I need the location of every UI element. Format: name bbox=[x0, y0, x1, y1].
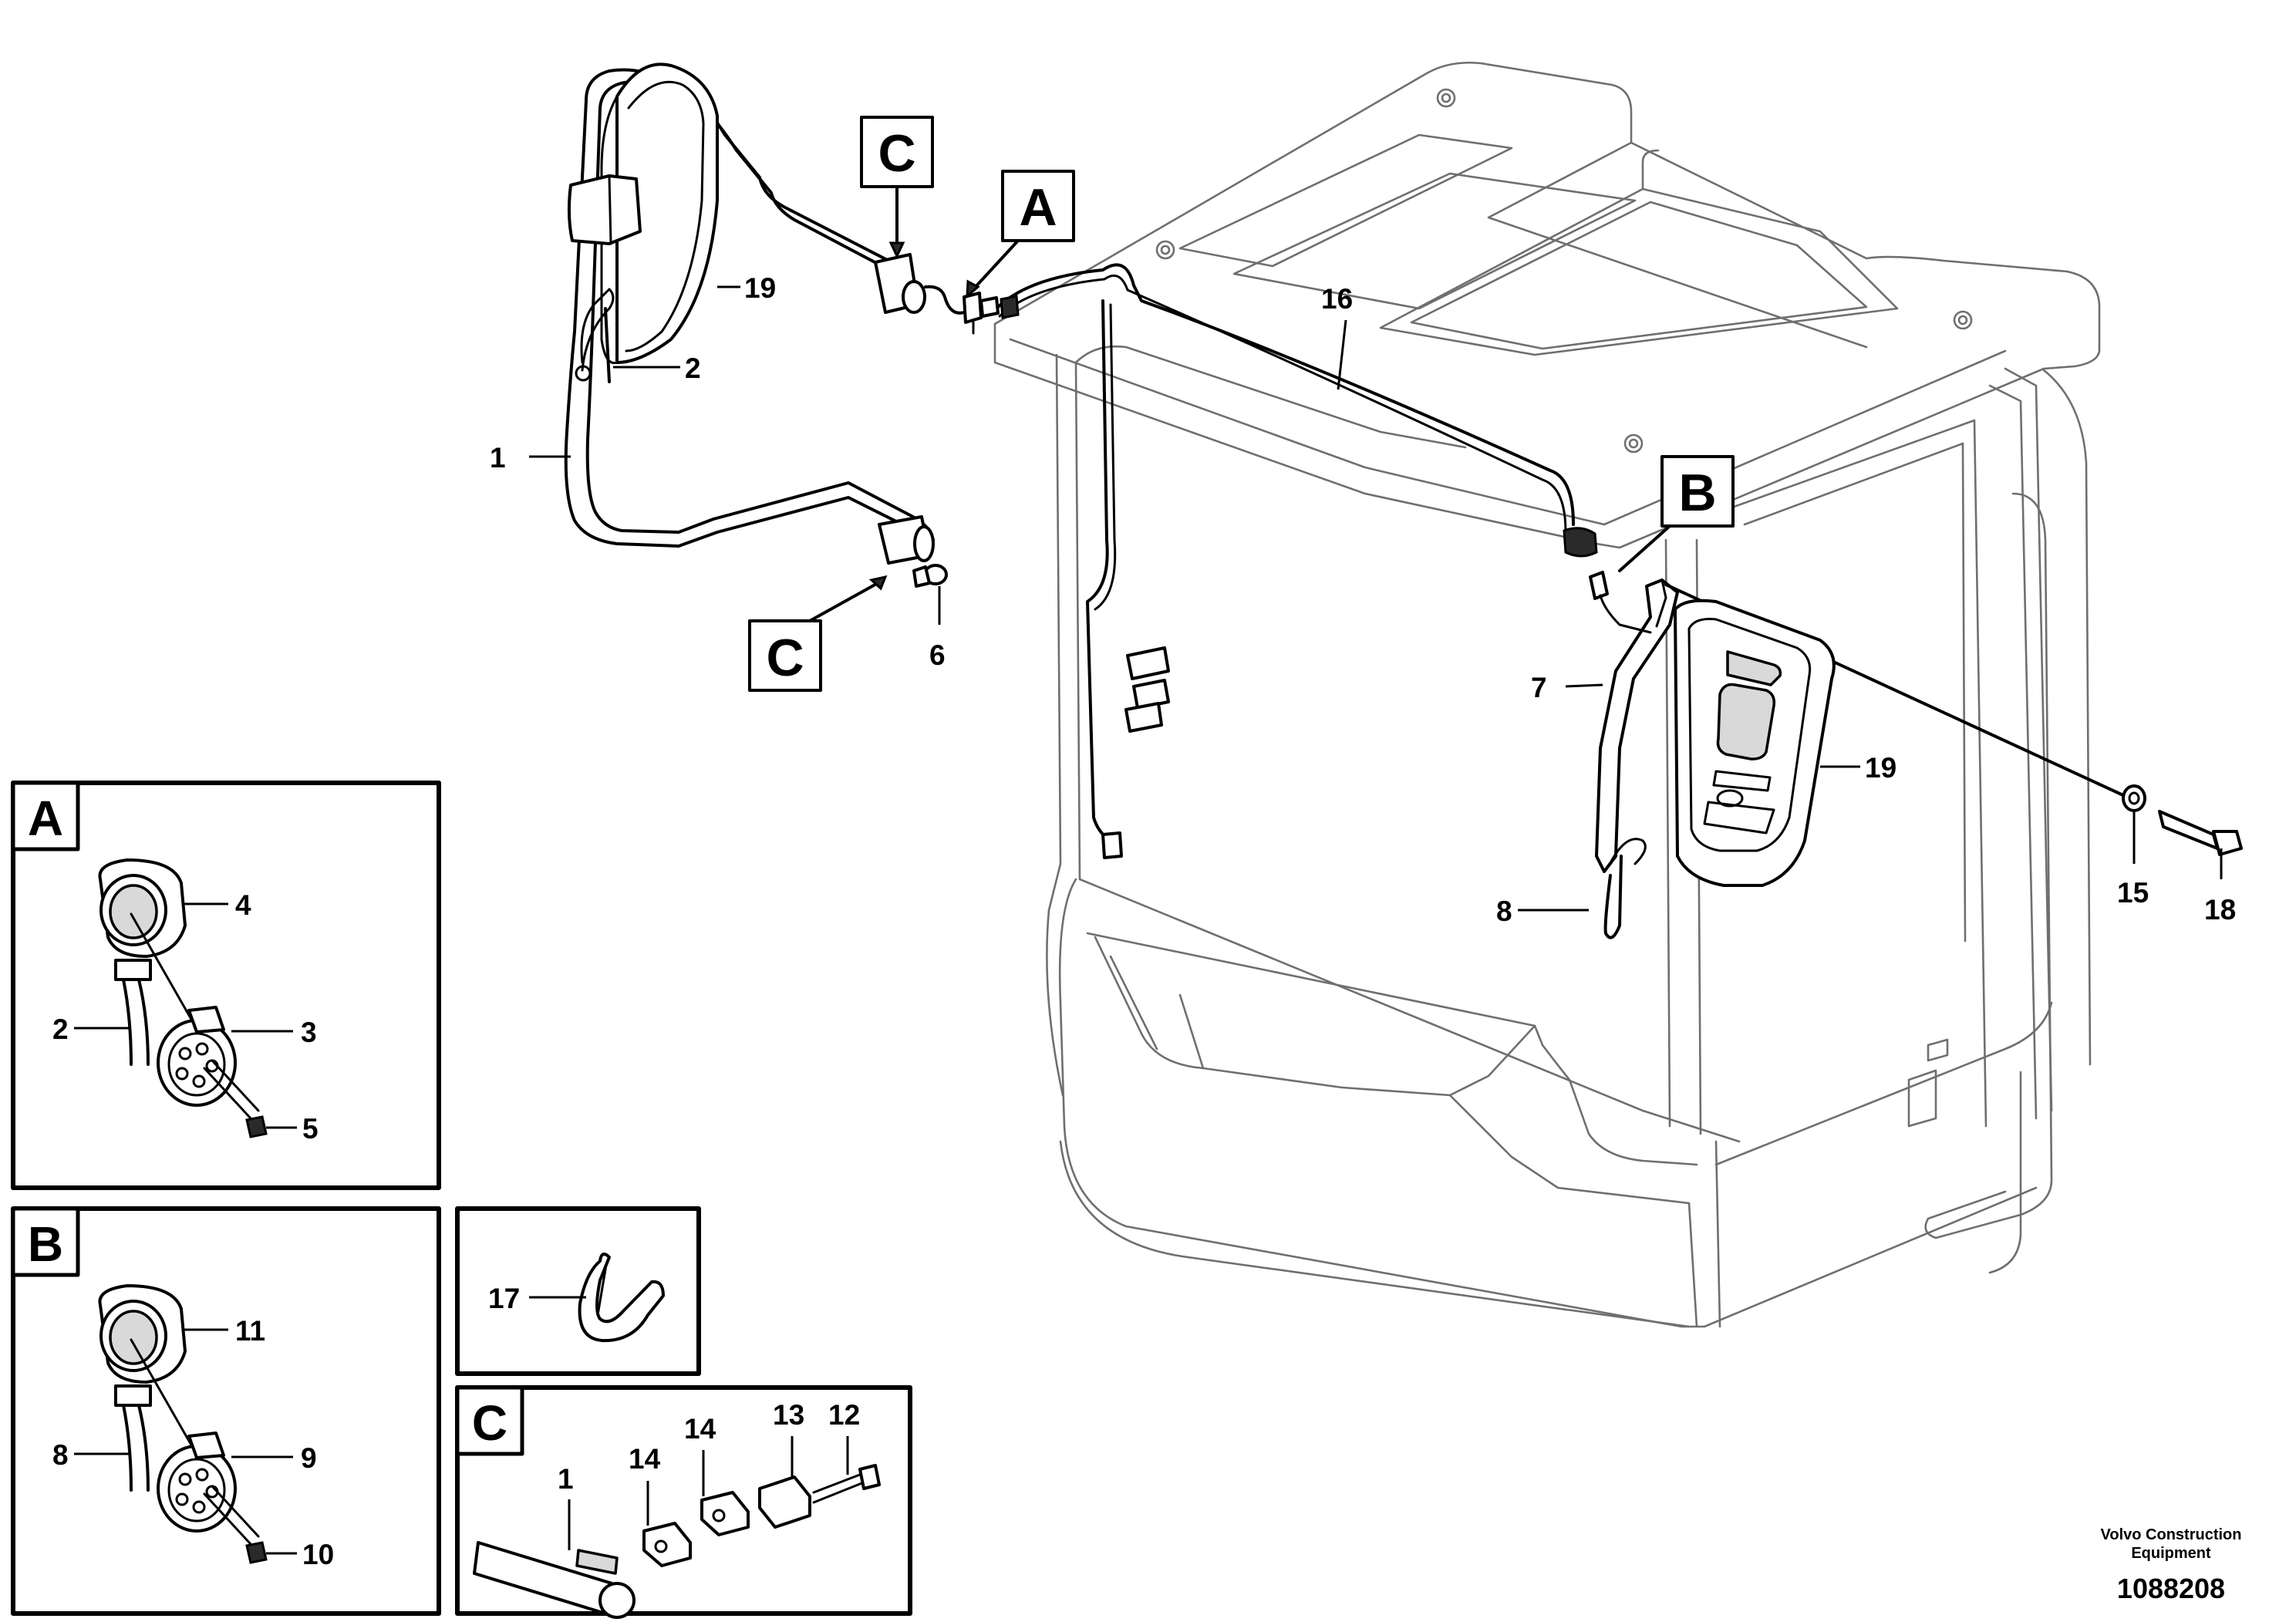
part-number-label: 18 bbox=[2204, 894, 2236, 926]
callout-letter: B bbox=[1678, 464, 1716, 522]
left-mirror-assembly bbox=[564, 62, 1020, 588]
company-name-line2: Equipment bbox=[2131, 1545, 2211, 1562]
part-number-label: 3 bbox=[301, 1017, 317, 1048]
part-number-label: 2 bbox=[685, 352, 701, 384]
part-number-label: 11 bbox=[235, 1315, 265, 1347]
callout-letter: C bbox=[766, 629, 804, 687]
company-name: Volvo Construction bbox=[2101, 1526, 2242, 1543]
part-number-label: 6 bbox=[929, 639, 946, 671]
part-number-label: 13 bbox=[773, 1399, 804, 1431]
part-number-label: 9 bbox=[301, 1442, 317, 1474]
detail-panel-c: C 1 14 14 13 12 bbox=[455, 1385, 912, 1619]
detail-panel-cable-tie: 17 bbox=[455, 1206, 701, 1376]
right-mirror-assembly bbox=[1589, 571, 2243, 939]
part-number-label: 19 bbox=[1865, 752, 1896, 784]
drawing-footer: Volvo Construction Equipment 1088208 bbox=[2101, 1526, 2242, 1604]
panel-letter: B bbox=[28, 1216, 63, 1272]
part-number-label: 5 bbox=[302, 1113, 319, 1145]
wire-harness bbox=[993, 263, 1598, 859]
part-number-label: 2 bbox=[52, 1013, 69, 1045]
part-number-label: 7 bbox=[1531, 672, 1547, 703]
part-number-label: 1 bbox=[558, 1463, 574, 1495]
callout-a-top: A bbox=[966, 170, 1075, 299]
operator-cab-outline bbox=[993, 61, 2101, 1328]
part-number-label: 8 bbox=[52, 1439, 69, 1471]
part-number-label: 17 bbox=[488, 1283, 520, 1314]
callout-letter: C bbox=[878, 124, 915, 183]
part-number-label: 10 bbox=[302, 1539, 334, 1570]
panel-letter: C bbox=[472, 1395, 507, 1451]
drawing-id: 1088208 bbox=[2117, 1573, 2225, 1604]
part-labels-main: 19 2 1 6 16 7 19 8 15 18 bbox=[490, 272, 2236, 927]
callout-letter: A bbox=[1019, 178, 1057, 237]
callout-b-top: B bbox=[1618, 455, 1735, 572]
part-number-label: 14 bbox=[629, 1443, 661, 1475]
callout-c-top: C bbox=[860, 116, 934, 259]
part-number-label: 1 bbox=[490, 442, 506, 474]
part-number-label: 8 bbox=[1496, 895, 1512, 927]
part-number-label: 12 bbox=[828, 1399, 860, 1431]
part-number-label: 4 bbox=[235, 889, 251, 921]
part-number-label: 19 bbox=[744, 272, 776, 304]
part-number-label: 16 bbox=[1321, 283, 1353, 315]
part-number-label: 15 bbox=[2117, 877, 2149, 909]
callout-c-bottom: C bbox=[748, 575, 888, 692]
part-number-label: 14 bbox=[684, 1413, 716, 1445]
detail-panel-b: B 11 8 9 10 bbox=[11, 1206, 441, 1616]
panel-letter: A bbox=[28, 791, 63, 846]
detail-panel-a: A 4 2 3 5 bbox=[11, 781, 441, 1190]
